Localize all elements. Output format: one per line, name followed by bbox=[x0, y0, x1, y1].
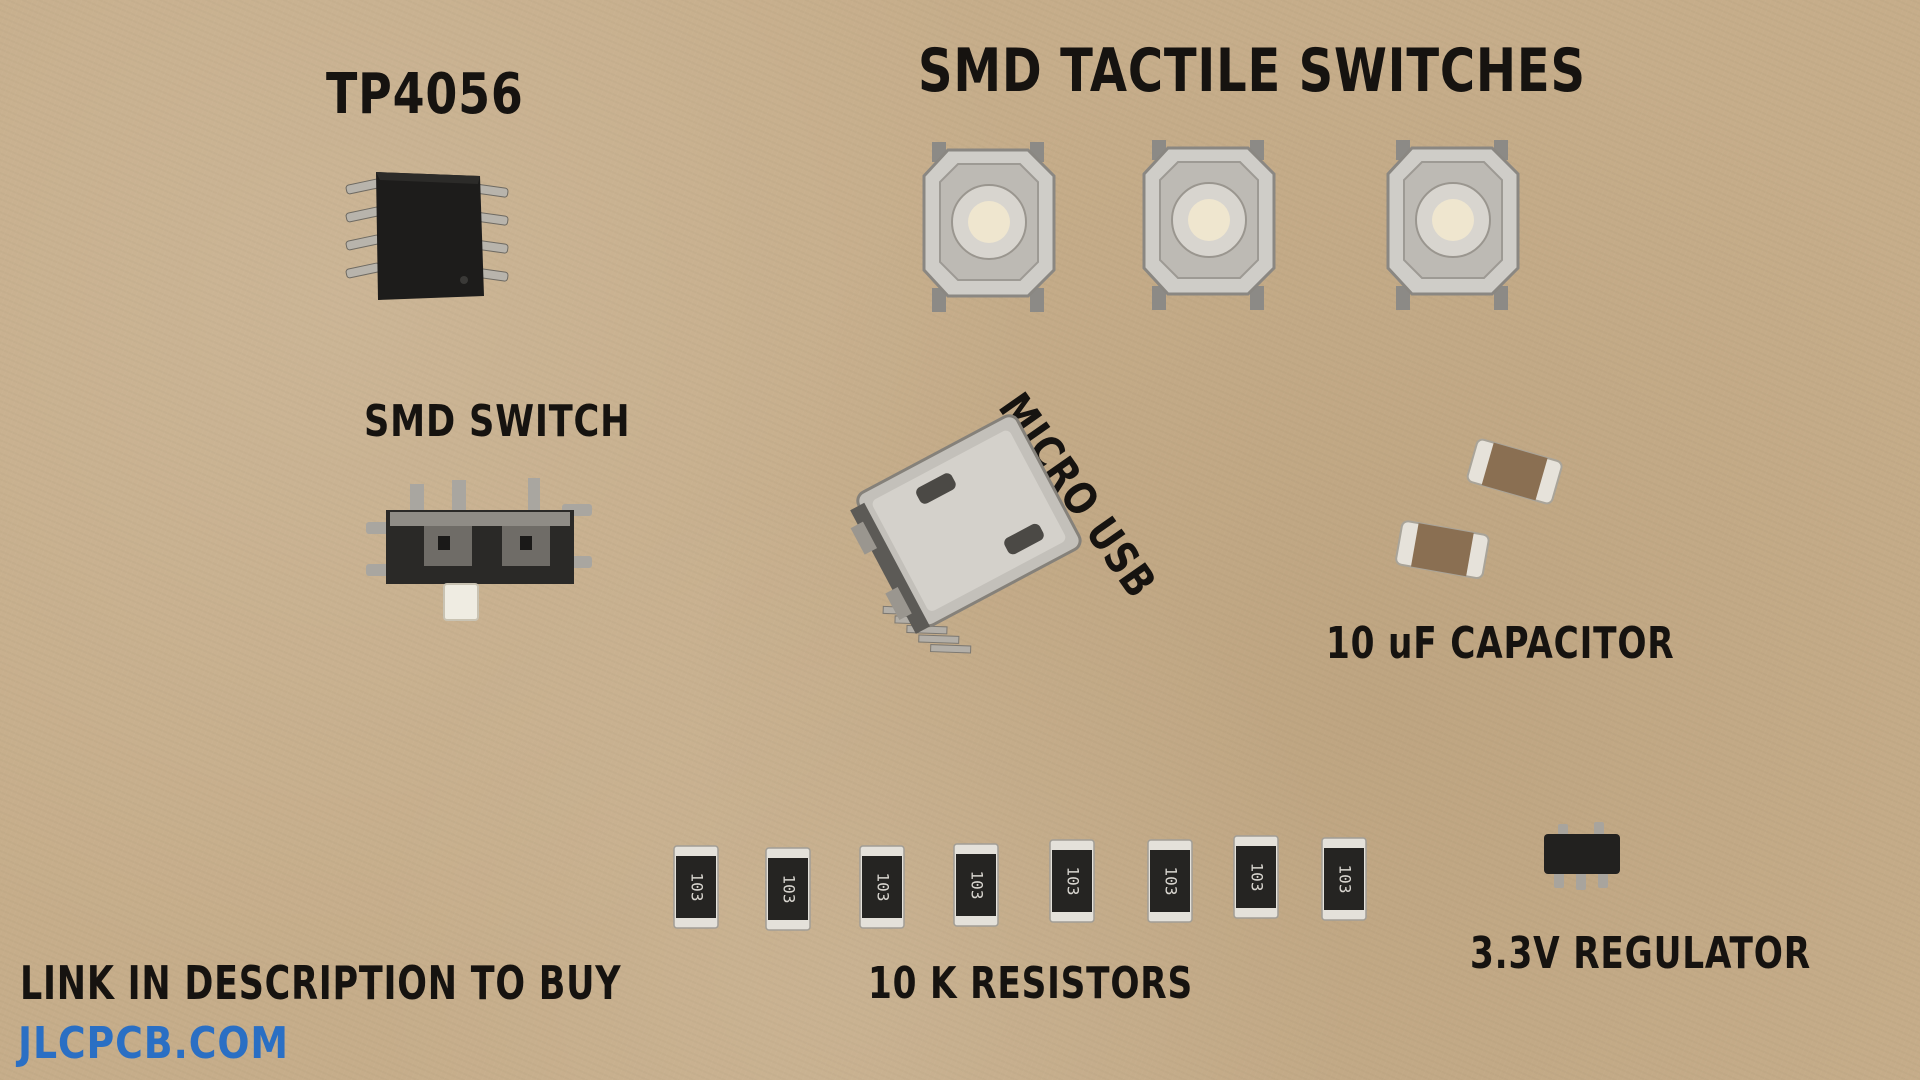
regulator-label: 3.3V REGULATOR bbox=[1470, 928, 1811, 979]
resistor-1: 103 bbox=[672, 844, 720, 930]
resistors-label: 10 K RESISTORS bbox=[868, 958, 1193, 1009]
resistor-4: 103 bbox=[952, 842, 1000, 928]
smd-slide-switch bbox=[366, 474, 596, 624]
resistor-6: 103 bbox=[1146, 838, 1194, 924]
resistor-marking: 103 bbox=[1162, 867, 1181, 896]
smd-switch-label: SMD SWITCH bbox=[364, 396, 631, 447]
resistor-marking: 103 bbox=[968, 871, 987, 900]
capacitor-label: 10 uF CAPACITOR bbox=[1326, 618, 1675, 669]
capacitor-2 bbox=[1394, 520, 1494, 584]
website-link[interactable]: JLCPCB.COM bbox=[18, 1018, 289, 1069]
link-description-label: LINK IN DESCRIPTION TO BUY bbox=[20, 956, 622, 1010]
smd-tactile-switches-label: SMD TACTILE SWITCHES bbox=[918, 36, 1586, 106]
resistor-marking: 103 bbox=[688, 873, 707, 902]
resistor-8: 103 bbox=[1320, 836, 1368, 922]
resistor-3: 103 bbox=[858, 844, 906, 930]
resistor-marking: 103 bbox=[1248, 863, 1267, 892]
micro-usb-connector bbox=[846, 414, 1106, 654]
resistor-7: 103 bbox=[1232, 834, 1280, 920]
tactile-switch-1 bbox=[918, 142, 1068, 312]
tp4056-label: TP4056 bbox=[326, 62, 524, 127]
resistor-marking: 103 bbox=[1336, 865, 1355, 894]
capacitor-1 bbox=[1466, 438, 1566, 506]
voltage-regulator bbox=[1538, 818, 1628, 894]
tactile-switch-3 bbox=[1382, 140, 1532, 310]
resistor-marking: 103 bbox=[874, 873, 893, 902]
resistor-marking: 103 bbox=[780, 875, 799, 904]
resistor-marking: 103 bbox=[1064, 867, 1083, 896]
tactile-switch-2 bbox=[1138, 140, 1288, 310]
tp4056-chip bbox=[340, 168, 520, 308]
resistor-5: 103 bbox=[1048, 838, 1096, 924]
resistor-2: 103 bbox=[764, 846, 812, 932]
